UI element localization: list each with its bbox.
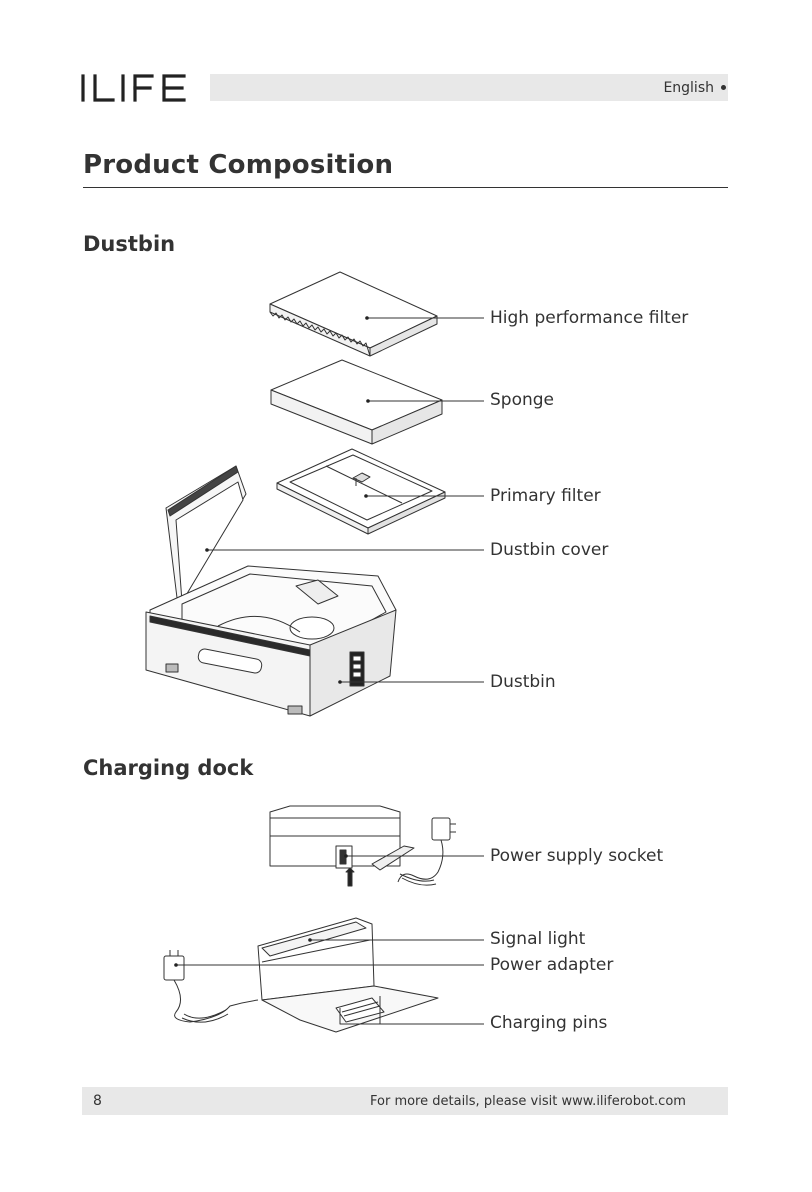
charging-dock-front-illustration xyxy=(164,918,438,1032)
high-performance-filter-illustration xyxy=(270,272,437,356)
primary-filter-illustration xyxy=(277,449,445,534)
page-number: 8 xyxy=(93,1093,102,1109)
sponge-illustration xyxy=(271,360,442,444)
charging-dock-rear-illustration xyxy=(270,806,456,886)
footer-text: For more details, please visit www.ilife… xyxy=(370,1094,686,1109)
